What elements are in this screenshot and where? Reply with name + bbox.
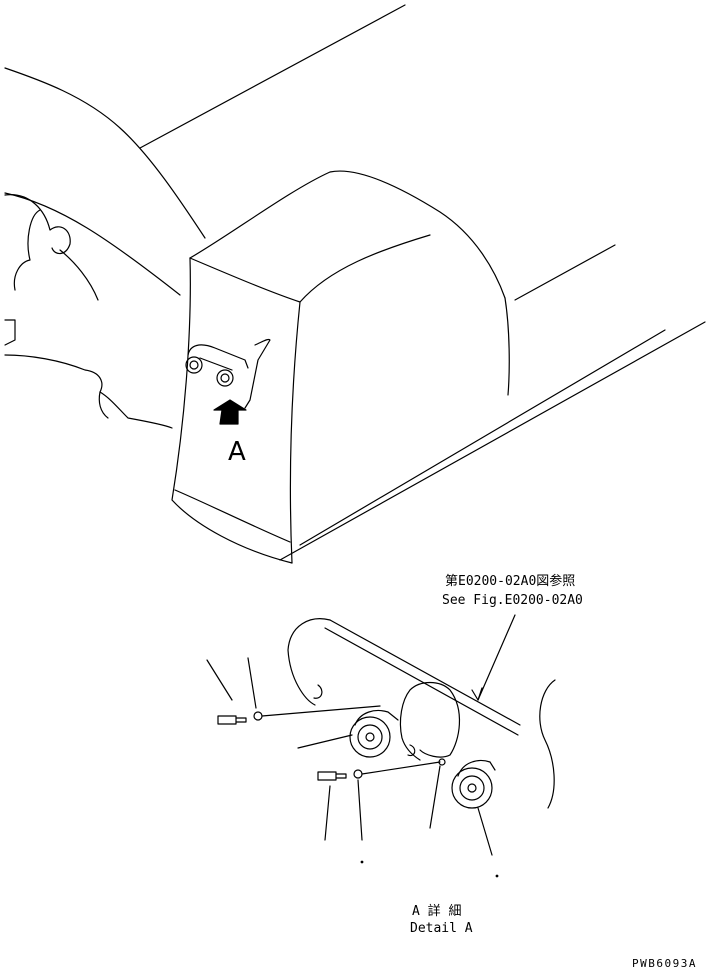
reference-jp: 第E0200-02A0図参照 — [445, 573, 575, 589]
detail-a-view — [206, 614, 556, 878]
machine-body — [4, 4, 706, 564]
view-arrow-icon — [213, 399, 247, 425]
detail-en: Detail A — [410, 921, 473, 936]
reference-en: See Fig.E0200-02A0 — [442, 593, 583, 608]
detail-jp: A 詳 細 — [412, 903, 461, 919]
horn-assembly-overview — [185, 338, 271, 409]
drawing-code: PWB6093A — [632, 957, 697, 970]
view-label: A — [228, 437, 246, 467]
